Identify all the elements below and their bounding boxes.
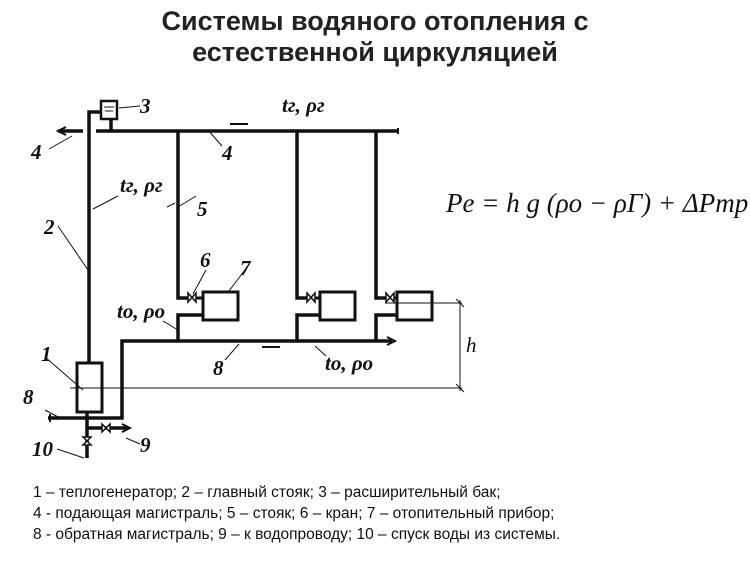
arrowheads bbox=[49, 123, 399, 433]
pressure-formula: Pe = h g (ρo − ρГ) + ΔPтр bbox=[445, 188, 748, 218]
pipe-end-marks bbox=[49, 128, 399, 422]
label-return-temp-density-right: tо, ρо bbox=[325, 351, 373, 375]
height-dimension bbox=[70, 298, 465, 393]
main-riser bbox=[87, 110, 101, 362]
valve-icon bbox=[385, 291, 395, 304]
radiator-2 bbox=[318, 290, 357, 322]
leader-lines bbox=[44, 105, 327, 459]
label-h: h bbox=[466, 333, 477, 357]
label-4: 4 bbox=[221, 141, 233, 165]
arrow-right-icon bbox=[121, 423, 133, 433]
return-connection-2 bbox=[295, 313, 320, 341]
label-10: 10 bbox=[32, 437, 54, 461]
diagram-title: Системы водяного отопления с естественно… bbox=[0, 6, 750, 68]
radiators bbox=[201, 290, 434, 322]
return-main bbox=[48, 339, 392, 420]
label-6: 6 bbox=[200, 248, 211, 272]
riser-1 bbox=[176, 131, 188, 300]
riser-3 bbox=[374, 131, 386, 300]
riser-2 bbox=[295, 131, 307, 300]
expansion-tank bbox=[99, 99, 119, 121]
arrow-right-icon bbox=[386, 336, 398, 346]
label-5: 5 bbox=[197, 197, 208, 221]
label-3: 3 bbox=[139, 94, 151, 118]
label-8-left: 8 bbox=[23, 385, 34, 409]
label-riser-temp-density: tг, ρг bbox=[120, 173, 163, 197]
valve-icon bbox=[306, 291, 316, 304]
valves bbox=[81, 291, 397, 446]
label-return-temp-density-left: tо, ρо bbox=[117, 299, 165, 323]
valve-icon bbox=[101, 422, 111, 434]
label-supply-temp-density: tг, ρг bbox=[282, 93, 325, 117]
return-connection-1 bbox=[176, 313, 203, 341]
title-line-2: естественной циркуляцией bbox=[192, 37, 558, 67]
legend-line-3: 8 - обратная магистраль; 9 – к водопрово… bbox=[33, 526, 561, 543]
arrow-left-icon bbox=[55, 126, 67, 136]
labels: 1 2 3 4 4 5 6 7 8 8 9 10 tг, ρг tг, ρг t… bbox=[23, 93, 477, 461]
label-7: 7 bbox=[240, 256, 252, 280]
legend-line-2: 4 - подающая магистраль; 5 – стояк; 6 – … bbox=[33, 505, 555, 522]
radiator-3 bbox=[395, 290, 434, 322]
label-2: 2 bbox=[43, 215, 55, 239]
valve-icon bbox=[81, 436, 93, 446]
legend-line-1: 1 – теплогенератор; 2 – главный стояк; 3… bbox=[33, 484, 501, 501]
title-line-1: Системы водяного отопления с bbox=[161, 6, 589, 36]
radiator-1 bbox=[201, 290, 240, 322]
label-8: 8 bbox=[213, 356, 224, 380]
label-4-left: 4 bbox=[30, 140, 42, 164]
label-9: 9 bbox=[140, 433, 151, 457]
valve-icon bbox=[187, 291, 197, 304]
label-1: 1 bbox=[41, 342, 52, 366]
return-connection-3 bbox=[374, 313, 397, 341]
pipes bbox=[48, 110, 398, 458]
legend: 1 – теплогенератор; 2 – главный стояк; 3… bbox=[33, 482, 560, 545]
